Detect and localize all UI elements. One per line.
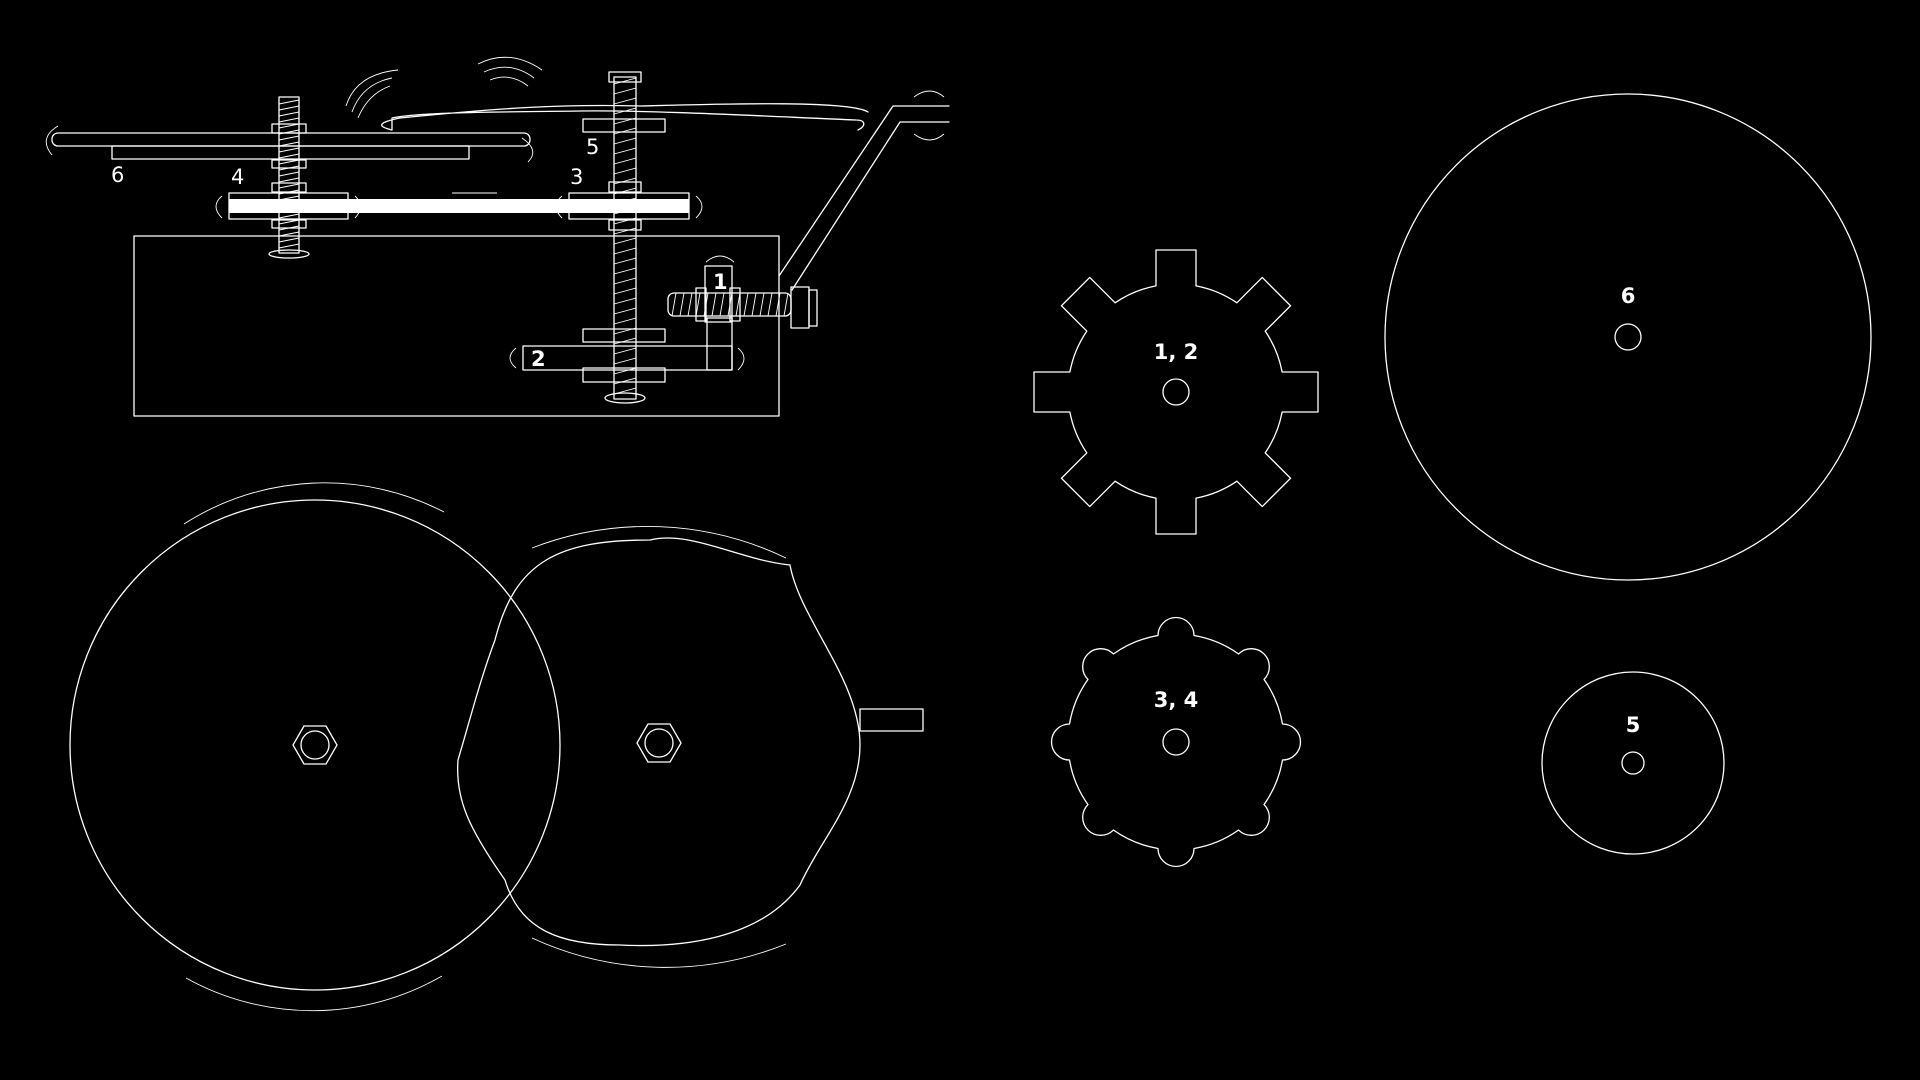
gear-3-4-template: 3, 4 [1050, 616, 1302, 868]
part-templates: 1, 2 3, 4 6 5 [1033, 93, 1872, 868]
gear-1-2-template: 1, 2 [1033, 249, 1319, 535]
disc-5-hole [1621, 751, 1645, 775]
gear-1-2-hole [1162, 378, 1190, 406]
label-part-2-side: 2 [531, 347, 546, 371]
sound-wave-left [345, 69, 399, 119]
disc-6-template: 6 [1384, 93, 1872, 581]
label-part-5-side: 5 [586, 135, 599, 159]
crank-frame [778, 105, 950, 291]
large-disc-rotation-arc-bottom [185, 975, 443, 1012]
cam-hex-nut [636, 723, 682, 763]
gear-1-2-connector [706, 317, 733, 371]
disc-5-template: 5 [1541, 671, 1725, 855]
cam-top [456, 537, 861, 947]
disc-5-outline [1541, 671, 1725, 855]
cam-rotation-arc-top [531, 526, 787, 559]
crank-rotation-arrow-top [913, 90, 945, 98]
label-gear-3-4: 3, 4 [1154, 688, 1199, 712]
link-bar [229, 199, 689, 213]
large-disc-hex-nut [292, 725, 338, 765]
disc-6-rotation-arrow-right [521, 137, 534, 163]
gear-2-rotation-arrow-left [509, 347, 517, 369]
top-view-assembly [69, 482, 924, 1012]
side-view-assembly: 1 2 3 4 5 6 [45, 56, 950, 417]
disc-6-rotation-arrow-left [45, 125, 59, 156]
label-part-4-side: 4 [231, 165, 244, 189]
gear-3-rotation-arrow-right [695, 195, 703, 219]
horizontal-bolt [667, 286, 818, 329]
sound-wave-right [477, 56, 543, 87]
base-box [133, 235, 780, 417]
disc-6-outline [1384, 93, 1872, 581]
label-part-6-side: 6 [111, 163, 124, 187]
label-gear-1-2: 1, 2 [1154, 340, 1199, 364]
gear-4-side [228, 192, 349, 220]
gear-4-rotation-arrow-left [215, 195, 223, 219]
gear-3-side [568, 192, 690, 220]
gear-2-rotation-arrow-right [737, 347, 745, 371]
crank-rotation-arrow-bottom [913, 133, 945, 141]
disc-6-hole [1614, 323, 1642, 351]
left-threaded-rod [268, 96, 310, 259]
large-disc-rotation-arc-top [183, 482, 445, 525]
wire-arm [381, 103, 869, 131]
gear-4-rotation-arrow-right [354, 195, 361, 219]
disc-6-lower-bar [111, 145, 470, 160]
label-disc-5: 5 [1626, 713, 1641, 737]
label-part-3-side: 3 [570, 165, 583, 189]
gear-3-4-hole [1162, 728, 1190, 756]
right-threaded-rod [582, 71, 666, 404]
cam-rotation-arc-bottom [531, 937, 787, 968]
gear-1-rotation-arrow [705, 255, 735, 263]
gear-3-rotation-arrow-left [555, 195, 563, 219]
gear-2-side [522, 345, 733, 371]
crank-handle-top [859, 708, 924, 732]
label-disc-6: 6 [1621, 284, 1636, 308]
large-disc-top [69, 499, 561, 991]
label-part-1-side: 1 [713, 270, 728, 294]
